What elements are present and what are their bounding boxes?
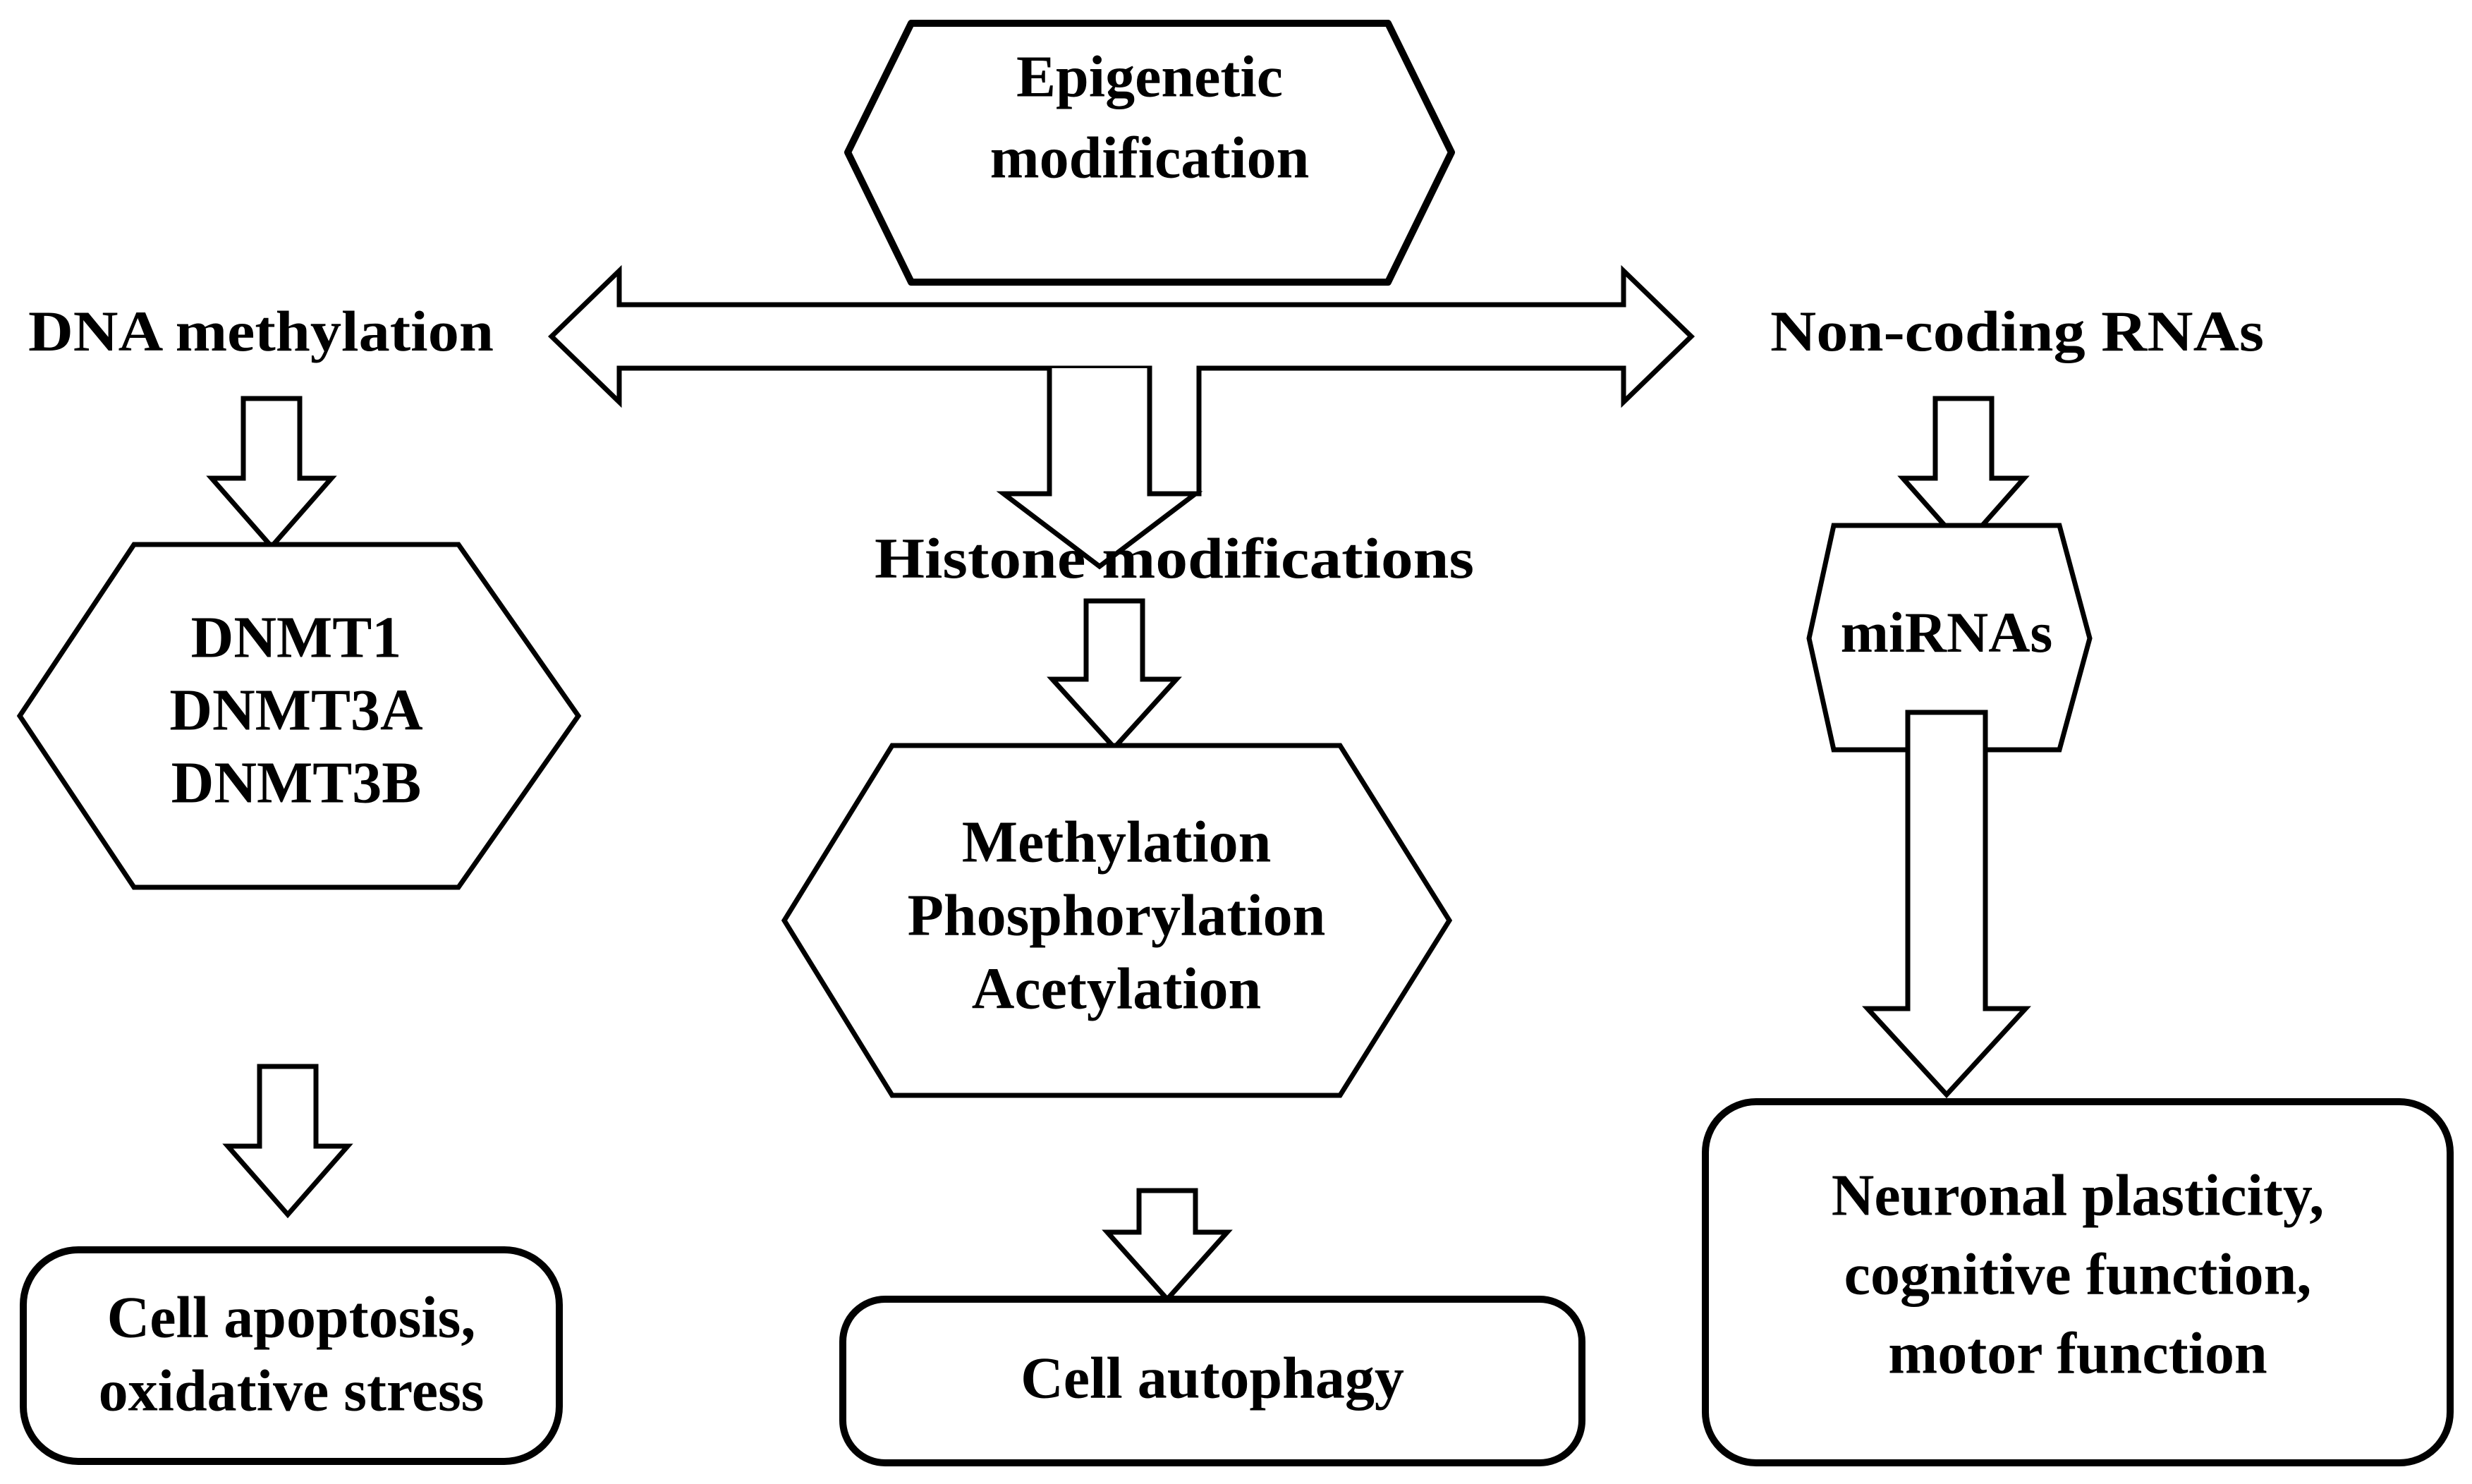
down-arrow-icon-center-bottom bbox=[1102, 1188, 1233, 1303]
down-arrow-icon-left-top bbox=[206, 396, 337, 551]
double-headed-arrow-with-branch[interactable] bbox=[547, 264, 1695, 570]
node-label-line2: cognitive function, bbox=[1844, 1241, 2312, 1307]
node-mirnas[interactable]: miRNAs bbox=[1806, 523, 2093, 753]
rounded-rectangle-icon bbox=[839, 1296, 1585, 1466]
node-label-line3: DNMT3B bbox=[171, 750, 422, 815]
node-label-line1: Epigenetic bbox=[1016, 44, 1283, 109]
node-label-line2: oxidative stress bbox=[99, 1358, 485, 1423]
down-arrow-icon-right-bottom bbox=[1862, 710, 2031, 1099]
hexagon-icon bbox=[844, 20, 1455, 286]
node-label-line2: modification bbox=[990, 125, 1310, 190]
node-label-line3: motor function bbox=[1888, 1320, 2267, 1386]
center-branch-arrow-icon bbox=[996, 368, 1203, 570]
rounded-rectangle-icon bbox=[20, 1246, 563, 1465]
node-label-line2: DNMT3A bbox=[169, 677, 423, 743]
node-label-line1: Cell autophagy bbox=[1021, 1345, 1404, 1411]
down-arrow-icon-right-top bbox=[1897, 396, 2030, 551]
node-epigenetic-modification[interactable]: Epigenetic modification bbox=[844, 20, 1455, 286]
branch-label-non-coding-rnas: Non-coding RNAs bbox=[1770, 299, 2264, 363]
down-arrow-icon-left-bottom bbox=[222, 1064, 353, 1219]
node-label-line1: miRNAs bbox=[1841, 600, 2053, 664]
node-label-line2: Phosphorylation bbox=[908, 882, 1326, 948]
rounded-rectangle-icon bbox=[1702, 1098, 2454, 1466]
branch-label-dna-methylation: DNA methylation bbox=[28, 299, 494, 363]
node-label-line1: Cell apoptosis, bbox=[107, 1284, 476, 1350]
node-neuronal-outcomes[interactable]: Neuronal plasticity, cognitive function,… bbox=[1702, 1098, 2454, 1466]
node-label-line1: Neuronal plasticity, bbox=[1832, 1162, 2325, 1228]
node-label-line3: Acetylation bbox=[972, 956, 1262, 1021]
node-histone-marks[interactable]: Methylation Phosphorylation Acetylation bbox=[781, 743, 1453, 1098]
branch-label-histone-modifications: Histone modifications bbox=[875, 526, 1474, 590]
hexagon-icon-mirnas bbox=[1806, 523, 2093, 753]
down-arrow-icon-center-top bbox=[1047, 598, 1182, 752]
node-cell-apoptosis-oxidative-stress[interactable]: Cell apoptosis, oxidative stress bbox=[20, 1246, 563, 1465]
node-cell-autophagy[interactable]: Cell autophagy bbox=[839, 1296, 1585, 1466]
node-label-line1: DNMT1 bbox=[191, 604, 402, 670]
hexagon-icon-histone bbox=[781, 743, 1453, 1098]
hexagon-icon-dnmt bbox=[16, 542, 582, 890]
node-label-line1: Methylation bbox=[962, 809, 1272, 875]
double-arrow-icon bbox=[547, 264, 1695, 497]
node-dnmt-enzymes[interactable]: DNMT1 DNMT3A DNMT3B bbox=[16, 542, 582, 890]
